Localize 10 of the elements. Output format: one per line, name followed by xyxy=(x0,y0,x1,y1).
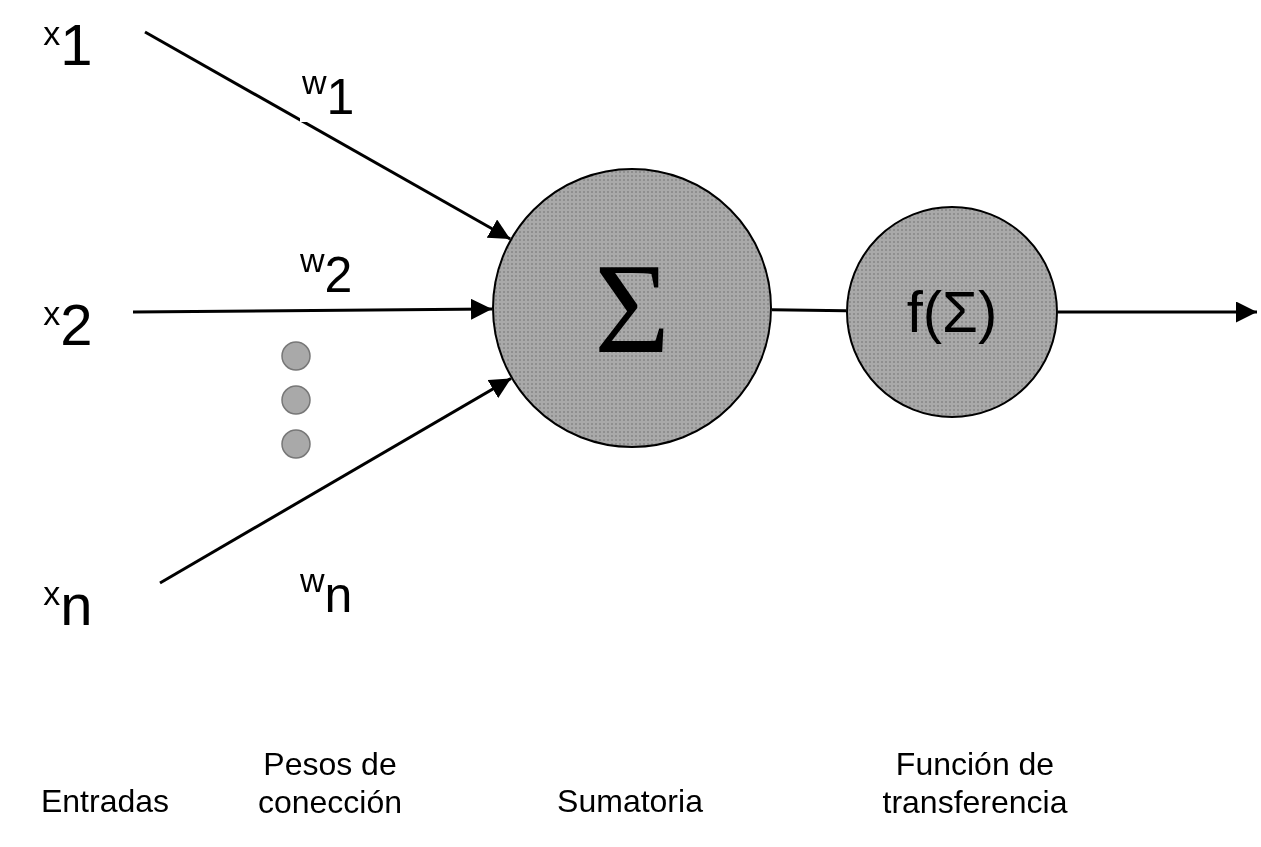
arrow xyxy=(159,377,512,585)
sum-symbol: Σ xyxy=(594,243,670,373)
arrow xyxy=(133,298,492,320)
stage-caption: Función de transferencia xyxy=(881,745,1069,822)
stage-caption: Sumatoria xyxy=(556,782,704,821)
connector-line xyxy=(771,308,847,313)
stage-caption: Pesos de conección xyxy=(256,745,404,822)
stage-caption: Entradas xyxy=(39,782,171,821)
arrow xyxy=(144,30,511,241)
arrow xyxy=(1058,301,1257,323)
